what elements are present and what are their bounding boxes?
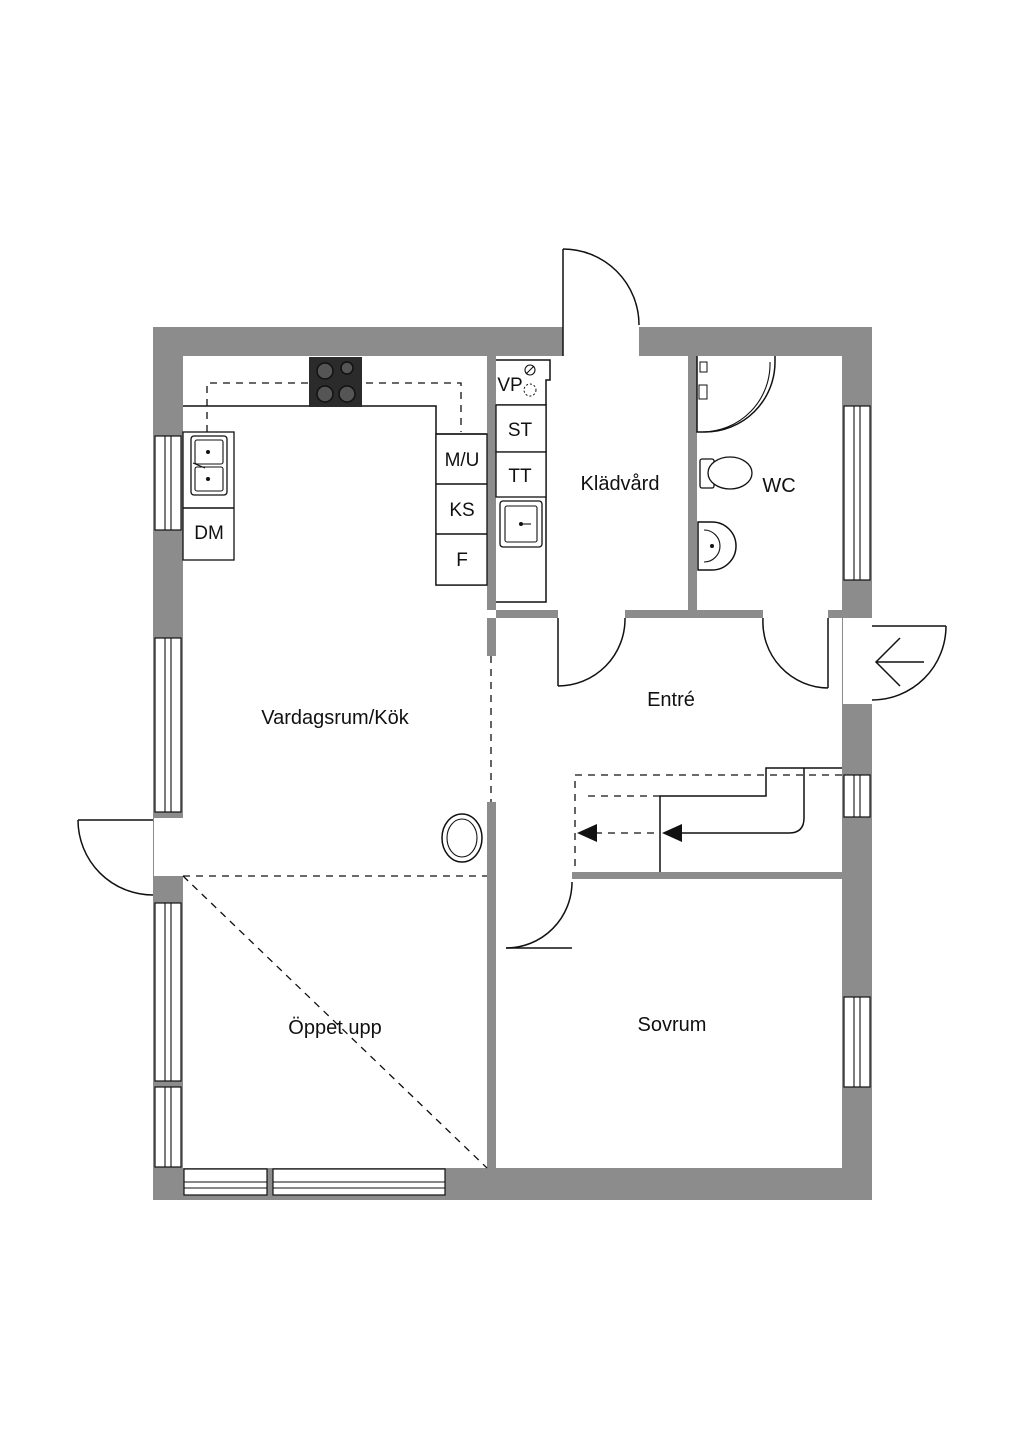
label-water-heater: VP — [497, 375, 522, 396]
window-east-wc — [843, 405, 871, 581]
label-dryer: ST — [508, 420, 533, 441]
kitchen-sink-icon — [182, 431, 235, 561]
door-laundry-exterior — [562, 248, 640, 356]
window-west-living — [154, 637, 182, 813]
wall-kitchen-laundry — [487, 356, 496, 610]
toilet-icon — [699, 456, 753, 490]
interior-walls — [487, 356, 842, 1168]
wall-living-entrance-upper — [487, 618, 496, 656]
window-south-2 — [272, 1168, 446, 1196]
label-dishwasher: DM — [194, 523, 224, 544]
staircase — [574, 767, 842, 872]
wc-room — [696, 356, 776, 571]
wall-laundry-bottom — [496, 610, 558, 618]
door-laundry — [557, 617, 626, 687]
windows — [154, 405, 871, 1196]
open-up-diagonal — [182, 875, 488, 1169]
fridge-freezer-box — [435, 433, 488, 586]
door-west — [77, 819, 154, 896]
window-west-kitchen — [154, 435, 182, 531]
stair-outline — [659, 767, 842, 872]
stove-icon — [309, 357, 362, 407]
kitchen: DM M/U KS F — [182, 357, 488, 586]
washer-box — [495, 451, 547, 498]
window-west-lower-2 — [154, 1086, 182, 1168]
door-front — [871, 625, 947, 701]
label-fridge-freezer: KS — [449, 500, 474, 521]
room-bedroom: Sovrum — [638, 1014, 707, 1036]
room-living-kitchen: Vardagsrum/Kök — [261, 707, 409, 729]
room-open-up: Öppet upp — [288, 1017, 381, 1039]
north-wall-left — [153, 327, 563, 356]
stove-column-icon — [441, 813, 483, 863]
shower-icon — [696, 356, 776, 433]
window-east-bedroom — [843, 996, 871, 1088]
window-west-lower-1 — [154, 902, 182, 1082]
water-heater-icon — [523, 364, 537, 397]
stair-walk-line — [680, 768, 805, 834]
stair-arrow-lower-icon — [577, 824, 597, 842]
north-wall-right — [639, 327, 872, 356]
wall-wc-bottom — [828, 610, 842, 618]
dryer-box — [495, 404, 547, 453]
door-bedroom — [505, 881, 573, 949]
label-freezer: F — [456, 550, 468, 571]
laundry-room: VP ST TT — [495, 359, 551, 603]
room-entrance: Entré — [647, 689, 695, 711]
room-laundry: Klädvård — [581, 473, 660, 495]
water-heater-box — [496, 359, 551, 405]
wall-entrance-bedroom — [572, 872, 842, 879]
room-wc: WC — [762, 475, 795, 497]
living-area — [182, 656, 492, 1169]
window-east-entrance — [843, 774, 871, 818]
wall-living-bedroom — [487, 878, 496, 1168]
door-wc — [762, 617, 829, 689]
wall-mid-bottom — [625, 610, 763, 618]
stair-arrow-icon — [662, 824, 682, 842]
laundry-sink-icon — [499, 500, 543, 548]
doors — [77, 248, 947, 949]
stair-dash-outer — [574, 774, 842, 872]
wall-laundry-wc — [688, 356, 697, 610]
wall-living-entrance-lower — [487, 802, 496, 878]
washbasin-icon — [697, 521, 737, 571]
window-south-1 — [183, 1168, 268, 1196]
label-microwave-oven: M/U — [445, 450, 480, 471]
room-labels: Vardagsrum/Kök Öppet upp Klädvård WC Ent… — [261, 473, 795, 1039]
label-washer: TT — [508, 466, 532, 487]
